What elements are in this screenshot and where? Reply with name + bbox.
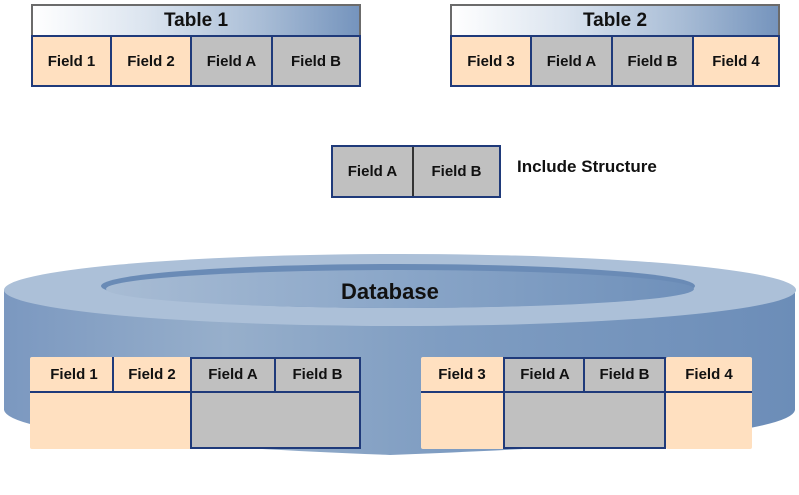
table-2: Table 2 Field 3 Field A Field B Field 4	[450, 4, 780, 87]
db-table-1-field-a: Field A	[208, 365, 258, 383]
table-1-field-a: Field A	[192, 37, 273, 85]
db-table-2: Field 3 Field A Field B Field 4	[421, 357, 752, 449]
table-2-field-b: Field B	[613, 37, 694, 85]
table-1: Table 1 Field 1 Field 2 Field A Field B	[31, 4, 361, 87]
db-table-2-divider	[583, 357, 585, 392]
table-2-field-3: Field 3	[452, 37, 532, 85]
table-2-field-a: Field A	[532, 37, 613, 85]
db-table-1-divider-2	[274, 357, 276, 392]
db-table-1-field-2: Field 2	[128, 365, 176, 383]
db-table-1-header-line	[30, 391, 361, 393]
db-table-2-field-3: Field 3	[438, 365, 486, 383]
cylinder-hole	[106, 270, 694, 308]
db-table-1: Field 1 Field 2 Field A Field B	[30, 357, 361, 449]
db-table-1-divider-1	[112, 357, 114, 392]
table-2-title: Table 2	[450, 4, 780, 35]
db-table-2-own-area-right	[666, 357, 752, 449]
table-2-fields: Field 3 Field A Field B Field 4	[450, 35, 780, 87]
include-structure-label: Include Structure	[517, 157, 657, 176]
db-table-1-field-b: Field B	[292, 365, 343, 383]
db-table-2-field-a: Field A	[520, 365, 570, 383]
table-1-field-1: Field 1	[33, 37, 112, 85]
table-1-fields: Field 1 Field 2 Field A Field B	[31, 35, 361, 87]
table-1-field-b: Field B	[273, 37, 359, 85]
db-table-2-own-area-left	[421, 357, 505, 449]
db-table-2-field-b: Field B	[599, 365, 650, 383]
table-1-field-2: Field 2	[112, 37, 192, 85]
table-1-title: Table 1	[31, 4, 361, 35]
db-table-2-field-4: Field 4	[685, 365, 733, 383]
db-table-2-header-line	[421, 391, 752, 393]
table-2-field-4: Field 4	[694, 37, 778, 85]
database-label: Database	[341, 279, 439, 304]
include-field-b: Field B	[414, 147, 499, 196]
db-table-1-own-area	[30, 357, 192, 449]
db-table-1-field-1: Field 1	[50, 365, 98, 383]
include-field-a: Field A	[333, 147, 414, 196]
include-structure-box: Field A Field B	[331, 145, 501, 198]
